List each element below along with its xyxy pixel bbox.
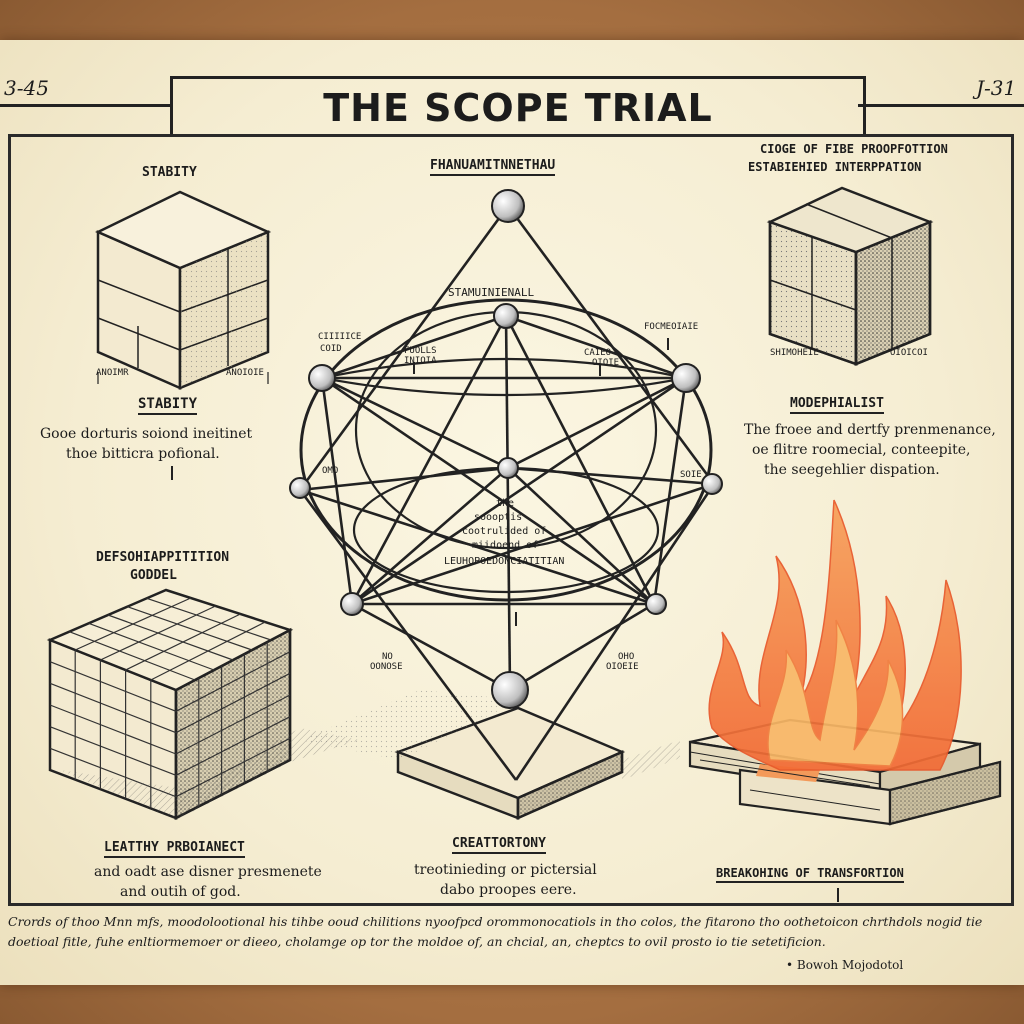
stability-label: STABITY: [138, 396, 197, 415]
diagram-label-inner-left-2: INIOIA: [404, 356, 437, 366]
signature: • Bowoh Mojodotol: [786, 958, 903, 972]
diagram-label-mid-right: SOIE: [680, 470, 702, 480]
modernist-text-2: oe flitre roomecial, conteepite,: [752, 440, 970, 460]
diagram-label-bottom-left-2: OONOSE: [370, 662, 403, 672]
stability-tick-right: ANOIOIE: [226, 368, 264, 378]
diagram-label-upper: STAMUINIENALL: [448, 286, 534, 299]
modernist-text-3: the seegehlier dispation.: [764, 460, 940, 480]
stability-heading: STABITY: [142, 165, 197, 180]
leathy-label: LEATTHY PRBOIANECT: [104, 840, 245, 858]
diagram-label-left-1: CIIIIICE: [318, 332, 361, 342]
creationism-text-2: dabo proopes eere.: [440, 880, 577, 900]
creationism-text-1: treotinieding or pictersial: [414, 860, 597, 880]
denomination-heading-2: GODDEL: [130, 568, 177, 583]
poster-caption: Crords of thoo Mnn mfs, moodolootional h…: [8, 912, 1016, 952]
inner-text-3: cootrulided of: [462, 526, 546, 537]
creationism-label: CREATTORTONY: [452, 836, 546, 854]
diagram-label-left-2: COID: [320, 344, 342, 354]
diagram-label-inner-right-1: CAIEO: [584, 348, 611, 358]
established-tick-left: SHIMOHEIE: [770, 348, 819, 358]
leathy-text-2: and outih of god.: [120, 882, 241, 902]
leathy-text-1: and oadt ase disner presmenete: [94, 862, 322, 882]
breaking-label: BREAKOHING OF TRANSFORTION: [716, 866, 904, 883]
established-tick-right: OIOICOI: [890, 348, 928, 358]
fundamentalism-heading: FHANUAMITNNETHAU: [430, 158, 555, 176]
established-cube: [770, 188, 930, 364]
diagram-label-mid-left: OMO: [322, 466, 338, 476]
diagram-label-bottom-left-1: NO: [382, 652, 393, 662]
diagram-label-right: FOCMEOIAIE: [644, 322, 698, 332]
established-heading-2: ESTABIEHIED INTERPPATION: [748, 160, 921, 174]
diagram-label-bottom-right-2: OIOEIE: [606, 662, 639, 672]
stability-tick-left: ANOIMR: [96, 368, 129, 378]
diagram-label-bottom-right-1: OHO: [618, 652, 634, 662]
inner-text-5: LEUHOPOEDONCIATITIAN: [444, 556, 564, 567]
inner-text-1: the: [496, 498, 514, 509]
diagram-label-inner-left-1: FUOLLS: [404, 346, 437, 356]
stability-text-2: thoe bitticra pofional.: [66, 444, 220, 464]
denomination-cube: [50, 590, 290, 818]
inner-text-4: miidoend of: [472, 540, 538, 551]
established-heading-1: CIOGE OF FIBE PROOPFOTTION: [760, 142, 948, 156]
denomination-heading-1: DEFSOHIAPPITITION: [96, 550, 229, 565]
stability-text-1: Gooe doɾturis soiond ineitinet: [40, 424, 252, 444]
modernist-label: MODEPHIALIST: [790, 396, 884, 414]
modernist-text-1: The froee and dertfy prenmenance,: [744, 420, 996, 440]
diagram-label-inner-right-2: OIOIE: [592, 358, 619, 368]
stability-cube: [98, 192, 268, 388]
inner-text-2: soooptis: [474, 512, 522, 523]
flames: [709, 500, 961, 770]
network-nodes: [290, 190, 722, 708]
